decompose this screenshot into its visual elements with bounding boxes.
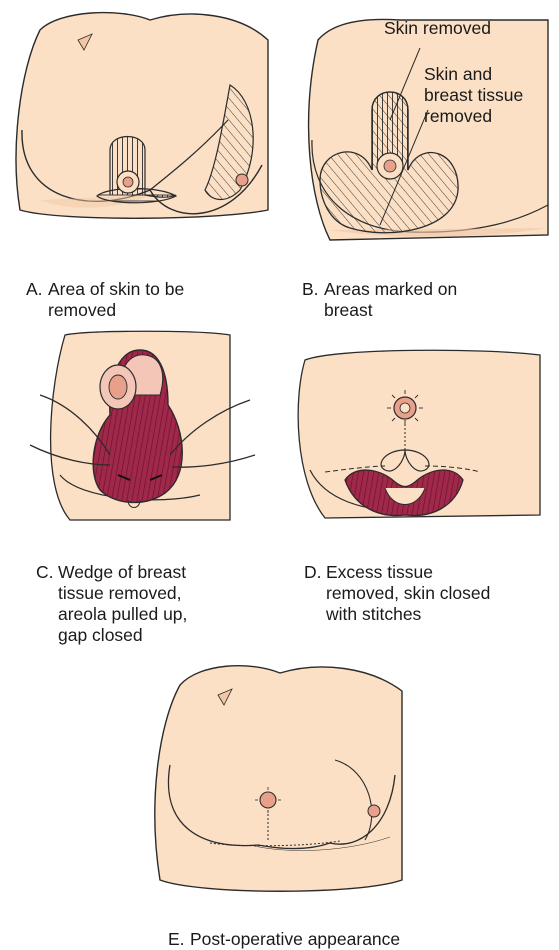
panel-a-illustration [0,0,280,250]
caption-letter: B. [302,279,324,300]
caption-text: Areas marked on breast [324,279,457,321]
caption-text: Area of skin to be removed [48,279,184,321]
caption-letter: D. [304,562,326,583]
callout-skin-removed: Skin removed [384,18,554,39]
caption-text: Excess tissue removed, skin closed with … [326,562,490,625]
closure-illustration [285,340,559,530]
caption-letter: A. [26,279,48,300]
caption-a: A.Area of skin to be removed [26,258,276,321]
areola-icon [260,792,276,808]
panel-c-illustration [0,325,280,525]
caption-b: B.Areas marked on breast [302,258,552,321]
caption-c: C.Wedge of breast tissue removed, areola… [36,541,276,646]
post-op-torso-illustration [140,655,420,905]
panel-d-illustration [285,340,559,530]
panel-e-illustration [140,655,420,905]
wedge-removal-illustration [0,325,280,525]
callout-skin-and-tissue-removed: Skin and breast tissue removed [424,64,554,127]
caption-e: E.Post-operative appearance [168,908,468,950]
torso-front-marked-illustration [0,0,280,250]
caption-text: Wedge of breast tissue removed, areola p… [58,562,187,646]
caption-letter: C. [36,562,58,583]
caption-d: D.Excess tissue removed, skin closed wit… [304,541,554,625]
